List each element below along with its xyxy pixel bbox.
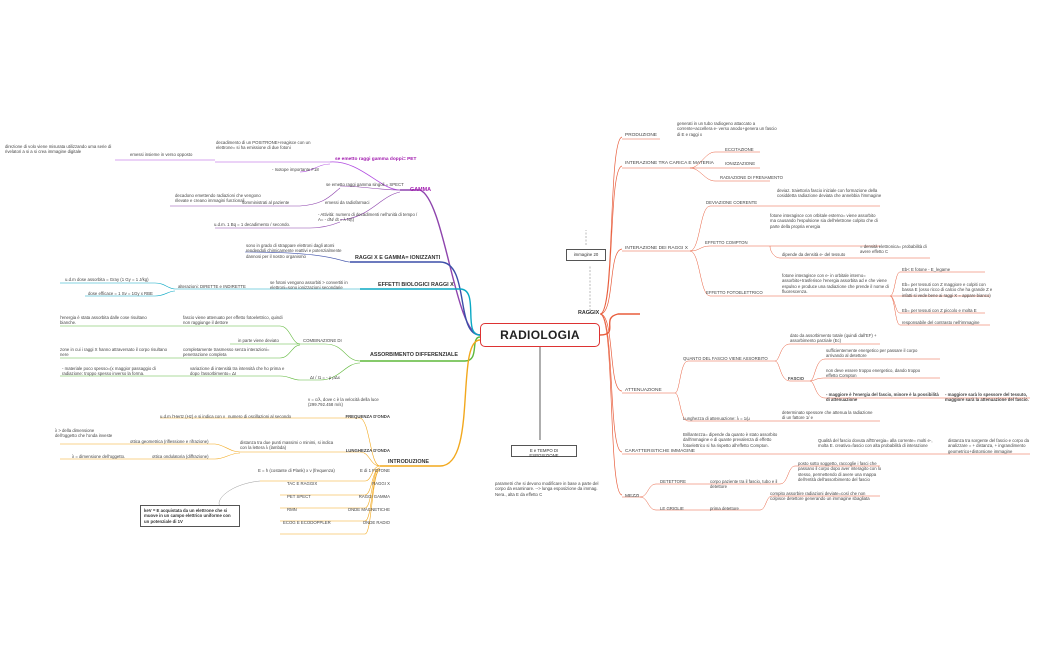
intro-lambda-eq[interactable]: λ = dimensione dell'oggetto. — [72, 454, 126, 459]
intro-ottica-ond[interactable]: ottica ondulatoria (diffrazione) — [152, 454, 209, 459]
detettore-desc[interactable]: corpo paziente tra il fascio, tubo e il … — [710, 479, 778, 490]
gamma-radiofarmaci[interactable]: emessi da radiofarmaci — [325, 200, 370, 205]
gamma-pet-desc[interactable]: decadimento di un POSITRONE+reagisce con… — [216, 140, 311, 151]
gamma-unita[interactable]: u.d.m. 1 Bq = 1 decadimento / secondo. — [214, 222, 291, 227]
assorbimento-variazione[interactable]: variazione di intensità tra intensità ch… — [190, 366, 285, 377]
intro-row-left[interactable]: TAC E RAGGIX — [287, 481, 318, 486]
fascio-f1[interactable]: sufficientemente energetico per passare … — [826, 348, 918, 359]
assorbimento-c1-left[interactable]: l'energia è stata assorbita dalle cose r… — [60, 315, 147, 326]
griglie-compito[interactable]: compito assorbire radiazioni deviate=cos… — [770, 491, 870, 502]
attenuazione-quanto[interactable]: QUANTO DEL FASCIO VIENE ASSORBITO — [683, 356, 768, 361]
raggi-xg-topic[interactable]: RAGGI X E GAMMA= IONIZZANTI — [355, 255, 441, 261]
brillantezza[interactable]: Brillantezza= dipende da quanto è stato … — [683, 432, 778, 448]
produzione-topic[interactable]: PRODUZIONE — [625, 133, 657, 138]
radiazione-frenamento[interactable]: RADIAZIONE DI FRENAMENTO — [720, 175, 783, 180]
eccitazione[interactable]: ECCITAZIONE — [725, 147, 754, 152]
ionizzazione[interactable]: IONIZZAZIONE — [725, 161, 756, 166]
detettore[interactable]: DETETTORE — [660, 479, 686, 484]
assorbimento-c2[interactable]: in parte viene deviato — [238, 338, 279, 343]
attenuazione-dato[interactable]: dato da assorbimento totale (quindi dall… — [790, 333, 877, 344]
fotoelettrico-desc[interactable]: fotone interagisce con e- in orbitale in… — [782, 273, 889, 295]
fotoelettrico-eb[interactable]: Eb< E fotone - E_legame — [902, 267, 951, 272]
immagine-box[interactable]: immagine 20 — [566, 249, 606, 261]
mezzi-topic[interactable]: MEZZI — [625, 494, 640, 499]
lunghezza-attenuazione[interactable]: Lunghezza di attenuazione: λ = 1/μ — [683, 416, 750, 421]
fotoelettrico-eb3[interactable]: Eb= per tessuti con Z piccolo e molta E — [902, 308, 977, 313]
griglie-prima[interactable]: prima detettore — [710, 506, 739, 511]
compton-densita[interactable]: = densità elettronica= probabilità di av… — [860, 244, 927, 255]
effetto-compton[interactable]: EFFETTO COMPTON — [705, 240, 748, 245]
deviazione-desc[interactable]: deviaz. traiettoria fascio iniziale con … — [777, 188, 882, 199]
distanza-sorgente[interactable]: distanza tra sorgente del fascio e corpo… — [948, 438, 1029, 454]
fotoelettrico-eb2[interactable]: Eb= per tessuti con Z maggiore e colpiti… — [902, 282, 993, 298]
deviazione-coerente[interactable]: DEVIAZIONE COERENTE — [706, 200, 758, 205]
intro-e-fotone[interactable]: E di 1 FOTONE — [359, 468, 390, 473]
fotoelettrico-responsabile[interactable]: responsabile del contrasto nell'immagine — [902, 320, 980, 325]
intro-row-right[interactable]: RAGGI GAMMA — [358, 494, 390, 499]
assorbimento-materiale[interactable]: - materiale poco spesso=(x maggior passa… — [62, 366, 156, 377]
raggi-xg-desc[interactable]: sono in grado di strappare elettroni dag… — [246, 243, 342, 259]
interazione-carica-topic[interactable]: INTERAZIONE TRA CARICA E MATERIA — [625, 161, 714, 166]
e-tempo-box[interactable]: E e TEMPO DI ESPOSIZIONE — [511, 445, 577, 458]
lunghezza-desc[interactable]: determinato spessore che attenua la radi… — [782, 410, 873, 421]
gamma-pet-emessi[interactable]: emessi insieme in verso opposto — [130, 152, 193, 157]
assorbimento-combinazione[interactable]: COMBINAZIONE DI — [303, 338, 342, 343]
gamma-somministrati[interactable]: somministrati al paziente — [242, 200, 290, 205]
intro-row-left[interactable]: PET SPECT — [287, 494, 311, 499]
effetti-dose-assorbita[interactable]: u.d.m dose assorbita = Gray (1 Gy = 1 J/… — [65, 277, 149, 282]
effetti-topic[interactable]: EFFETTI BIOLOGICI RAGGI X — [378, 282, 454, 288]
griglie[interactable]: LE GRIGLIE — [660, 506, 684, 511]
e-tempo-desc[interactable]: parametri che si devono modificare in ba… — [495, 481, 599, 497]
qualita-fascio[interactable]: Qualità del fascio dovuta all'Energia= a… — [818, 438, 933, 449]
gamma-attivita[interactable]: - Attività: numero di decadimenti nell'u… — [318, 212, 418, 223]
intro-row-right[interactable]: ONDE RADIO — [362, 520, 390, 525]
gamma-topic[interactable]: GAMMA — [410, 187, 431, 193]
assorbimento-c3-left[interactable]: zone in cui i raggi X hanno attraversato… — [60, 347, 168, 358]
intro-lunghezza[interactable]: LUNGHEZZA D'ONDA — [345, 448, 390, 453]
intro-row-left[interactable]: ECOG E ECODOPPLER — [283, 520, 331, 525]
effetto-fotoelettrico[interactable]: EFFETTO FOTOELETTRICO — [706, 290, 763, 295]
effetti-desc[interactable]: se fotoni vengono assorbiti > convertiti… — [270, 280, 348, 291]
intro-velocita[interactable]: v = c/λ, dove c è la velocità della luce… — [308, 397, 379, 408]
effetti-dose-efficace[interactable]: dose efficace = 1 Sv = 1Gy x RBE — [88, 291, 153, 296]
gamma-decadono[interactable]: decadono emettendo radiazioni che vengon… — [175, 193, 261, 204]
compton-desc[interactable]: fotone interagisce con orbitale esterno=… — [770, 213, 878, 229]
assorbimento-c1[interactable]: fascio viene attenuato per effetto fotoe… — [183, 315, 283, 326]
intro-frequenza[interactable]: FREQUENZA D'ONDA — [345, 414, 390, 419]
kev-box[interactable]: keV = E acquistata da un elettrone che s… — [140, 505, 240, 527]
fascio-f2[interactable]: non deve essere troppo energetico, dando… — [826, 368, 921, 379]
central-topic[interactable]: RADIOLOGIA — [480, 323, 600, 347]
compton-dipende[interactable]: dipende da densità e- del tessuto — [782, 252, 846, 257]
intro-row-right[interactable]: RAGGI X — [372, 481, 390, 486]
gamma-pet[interactable]: se emetto raggi gamma doppi= PET — [335, 157, 417, 162]
introduzione-topic[interactable]: INTRODUZIONE — [388, 459, 430, 465]
intro-freq-desc[interactable]: numero di oscillazioni al secondo — [228, 414, 292, 419]
intro-row-left[interactable]: RMN — [287, 507, 297, 512]
caratteristiche-topic[interactable]: CARATTERISTICHE IMMAGINE — [625, 449, 696, 454]
fascio-label[interactable]: FASCIO — [788, 376, 804, 381]
intro-ottica-geo[interactable]: ottica geometrica (riflessione e rifrazi… — [130, 439, 209, 444]
intro-row-right[interactable]: ONDE MAGNETICHE — [347, 507, 390, 512]
raggix-topic[interactable]: RAGGIX — [578, 310, 600, 316]
intro-lung-desc[interactable]: distanza tra due punti massimi o minimi,… — [240, 440, 334, 451]
effetti-alterazioni[interactable]: alterazioni: DIRETTE e INDIRETTE — [178, 284, 246, 289]
produzione-desc[interactable]: generati in un tubo radiogeno attaccato … — [677, 121, 777, 137]
detettore-posto[interactable]: posto sotto soggetto, raccoglie i fasci … — [798, 461, 882, 483]
intro-lambda-gt[interactable]: λ > della dimensione dell'oggetto che l'… — [55, 428, 113, 439]
interazione-raggi-topic[interactable]: INTERAZIONE DEI RAGGI X — [625, 246, 688, 251]
fascio-f3-right[interactable]: - maggiore sarà lo spessore del tessuto,… — [945, 392, 1029, 403]
gamma-isotope[interactable]: - Isotope importante F18 — [272, 167, 319, 172]
gamma-spect[interactable]: se emetto raggi gamma singoli = SPECT — [326, 182, 404, 187]
assorbimento-formula[interactable]: ΔI / I1 = - μ ρΔx — [310, 375, 340, 380]
attenuazione-topic[interactable]: ATTENUAZIONE — [625, 388, 662, 393]
gamma-pet-direzione[interactable]: direzione di volo viene misurata utilizz… — [5, 144, 112, 155]
assorbimento-topic[interactable]: ASSORBIMENTO DIFFERENZIALE — [370, 352, 458, 358]
assorbimento-c3[interactable]: completamente trasmesso senza interazion… — [183, 347, 270, 358]
intro-freq-udm[interactable]: u.d.m l'Hertz (Hz) e si indica con ν — [160, 414, 226, 419]
intro-e-formula[interactable]: E = h (costante di Plank) x ν (frequenza… — [258, 468, 335, 473]
fascio-f3[interactable]: - maggiore è l'energia del fascio, minor… — [826, 392, 939, 403]
